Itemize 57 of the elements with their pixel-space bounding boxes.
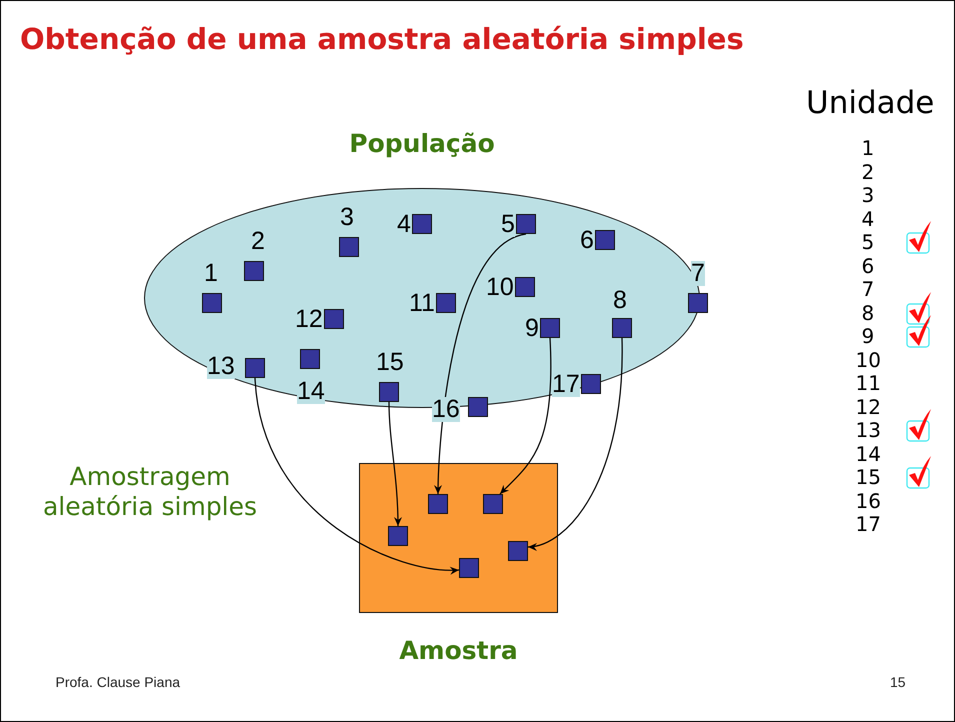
unit-square <box>459 558 479 578</box>
unit-square <box>483 494 503 514</box>
group-heading: População <box>349 129 495 158</box>
unit-number: 15 <box>856 467 881 487</box>
unit-number: 16 <box>432 396 460 422</box>
unit-square <box>388 526 408 546</box>
arrow <box>434 233 526 494</box>
unit-square <box>244 261 264 281</box>
unit-square <box>339 237 359 257</box>
unit-square <box>428 494 448 514</box>
arrow <box>500 338 552 494</box>
unit-number: 11 <box>856 373 881 393</box>
unit-number: 13 <box>207 354 235 378</box>
unit-square <box>515 277 535 297</box>
unit-square <box>688 293 708 313</box>
unit-square <box>595 230 615 250</box>
group-heading: Amostra <box>399 636 518 665</box>
arrow <box>528 338 623 550</box>
unit-square <box>612 318 632 338</box>
slide-title: Obtenção de uma amostra aleatória simples <box>20 22 744 56</box>
unit-square <box>300 349 320 369</box>
arrow <box>254 378 459 574</box>
unit-number: 17 <box>552 372 580 396</box>
footer-text: 15 <box>890 674 906 690</box>
unit-square <box>412 214 432 234</box>
unit-number: 6 <box>862 256 874 276</box>
unit-square <box>540 318 560 338</box>
unit-square <box>379 382 399 402</box>
unit-number: 7 <box>691 260 705 286</box>
unit-number: 16 <box>856 490 881 510</box>
unit-number: 12 <box>856 396 881 416</box>
unit-number: 1 <box>862 138 874 158</box>
unit-number: 17 <box>856 514 881 534</box>
annotation-text: Amostragem aleatória simples <box>42 462 258 522</box>
footer-text: Profa. Clause Piana <box>56 674 180 690</box>
unit-number: 9 <box>862 326 874 346</box>
unit-square <box>245 358 265 378</box>
unit-number: 5 <box>862 232 874 252</box>
unit-number: 14 <box>856 444 881 464</box>
unit-number: 5 <box>501 212 515 236</box>
unit-number: 4 <box>862 208 874 228</box>
unit-number: 3 <box>862 185 874 205</box>
arrow <box>388 402 402 526</box>
unit-square <box>324 309 344 329</box>
unit-square <box>581 374 601 394</box>
unit-square <box>202 293 222 313</box>
unit-number: 13 <box>856 420 881 440</box>
column-header: Unidade <box>806 85 934 121</box>
unit-square <box>516 214 536 234</box>
unit-number: 10 <box>856 350 881 370</box>
unit-square <box>468 397 488 417</box>
unit-number: 14 <box>297 378 325 404</box>
unit-number: 8 <box>862 302 874 322</box>
unit-square <box>508 541 528 561</box>
unit-number: 2 <box>862 162 874 182</box>
unit-number: 7 <box>862 279 874 299</box>
unit-square <box>436 293 456 313</box>
